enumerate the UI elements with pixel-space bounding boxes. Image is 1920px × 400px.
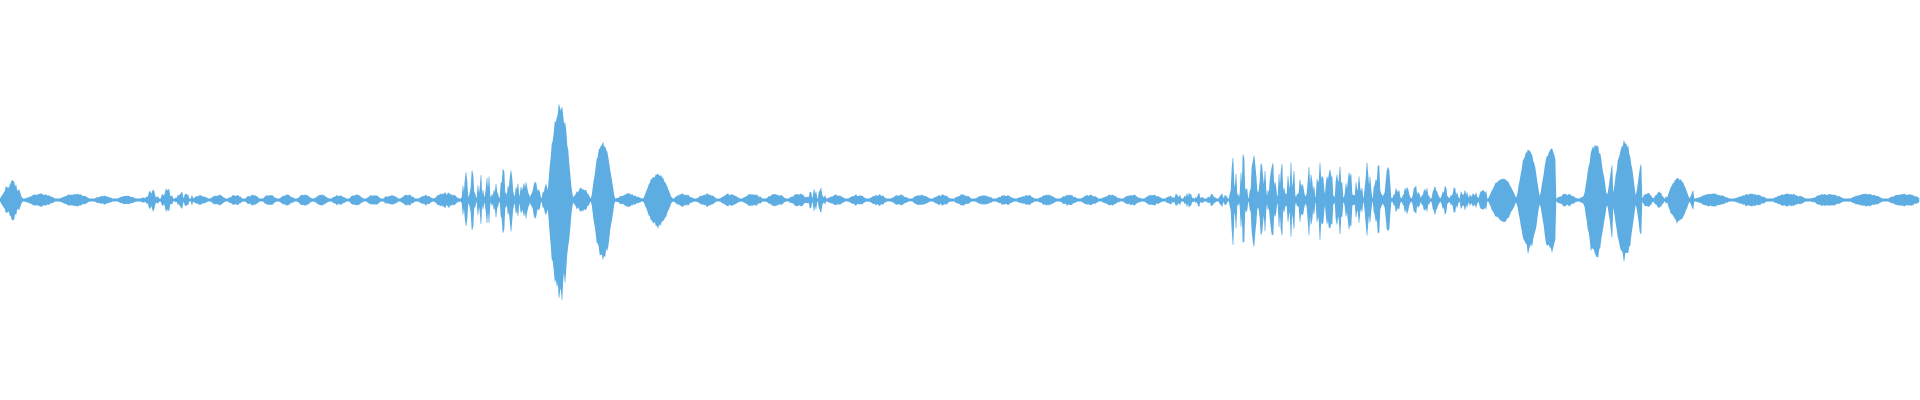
waveform-bars — [0, 104, 1920, 300]
waveform-shape — [0, 104, 1920, 300]
